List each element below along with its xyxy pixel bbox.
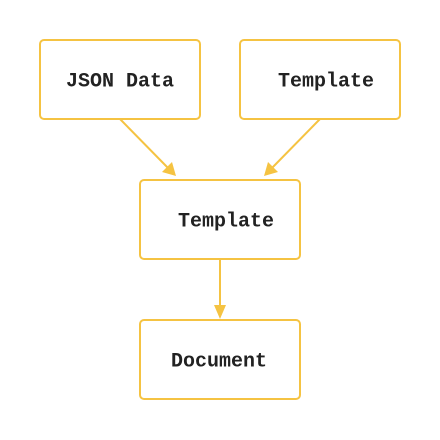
edge-json-data-to-template [119,118,176,176]
arrow-head-icon [162,162,176,176]
node-box [139,179,301,260]
edges [119,118,321,319]
edge-template-to-template [264,118,321,176]
node-template-top: Template [239,39,401,120]
node-label: JSON Data [66,70,174,93]
edge-template-to-document [214,259,226,319]
edge-line [269,118,321,171]
arrow-head-icon [214,305,226,319]
node-box [239,39,401,120]
node-template-mid: Template [139,179,301,260]
node-label: Template [278,70,374,93]
node-json-data: JSON Data [39,39,201,120]
node-label: Document [171,350,267,373]
node-label: Template [178,210,274,233]
arrow-head-icon [264,162,278,176]
node-document: Document [139,319,301,400]
edge-line [119,118,171,171]
node-box [139,319,301,400]
node-box [39,39,201,120]
